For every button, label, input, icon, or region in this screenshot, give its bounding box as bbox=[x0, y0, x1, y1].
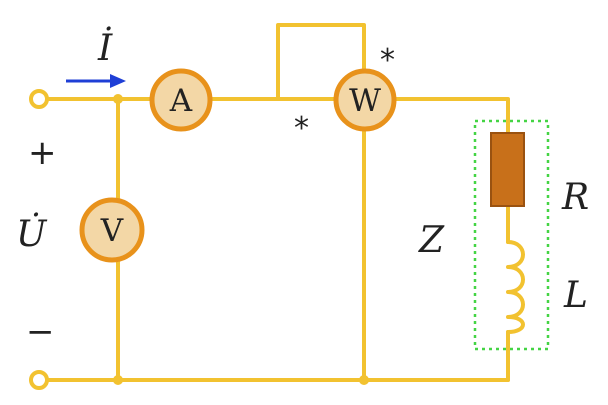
ammeter-circle bbox=[149, 68, 213, 132]
wattmeter-circle bbox=[333, 68, 397, 132]
terminal-top bbox=[29, 89, 49, 109]
current-label: İ bbox=[97, 27, 113, 69]
minus-sign: − bbox=[26, 312, 55, 352]
ammeter: A bbox=[149, 68, 213, 132]
junction-dot-top-left bbox=[113, 94, 123, 104]
polarity-mark-current-coil: * bbox=[294, 111, 309, 146]
wire-top-right bbox=[393, 97, 510, 135]
voltmeter-label: V bbox=[100, 213, 124, 249]
junction-dot-bottom-middle bbox=[359, 375, 369, 385]
current-arrow-icon bbox=[66, 74, 126, 88]
resistor bbox=[490, 132, 525, 207]
wattmeter-label: W bbox=[349, 83, 381, 119]
inductor-coil bbox=[506, 240, 525, 334]
ammeter-label: A bbox=[169, 83, 193, 119]
terminal-bottom bbox=[29, 370, 49, 390]
junction-dot-bottom-left bbox=[113, 375, 123, 385]
resistance-label: R bbox=[561, 177, 589, 218]
inductance-label: L bbox=[563, 275, 588, 316]
polarity-mark-voltage-coil: * bbox=[380, 43, 395, 78]
impedance-label: Z bbox=[418, 220, 445, 261]
wattmeter: W bbox=[333, 68, 397, 132]
impedance-box bbox=[473, 119, 550, 351]
wire-wattmeter-loop bbox=[276, 23, 366, 101]
voltage-label: U̇ bbox=[16, 213, 48, 255]
voltmeter: V bbox=[79, 197, 145, 263]
voltmeter-circle bbox=[79, 197, 145, 263]
plus-sign: + bbox=[28, 133, 57, 173]
